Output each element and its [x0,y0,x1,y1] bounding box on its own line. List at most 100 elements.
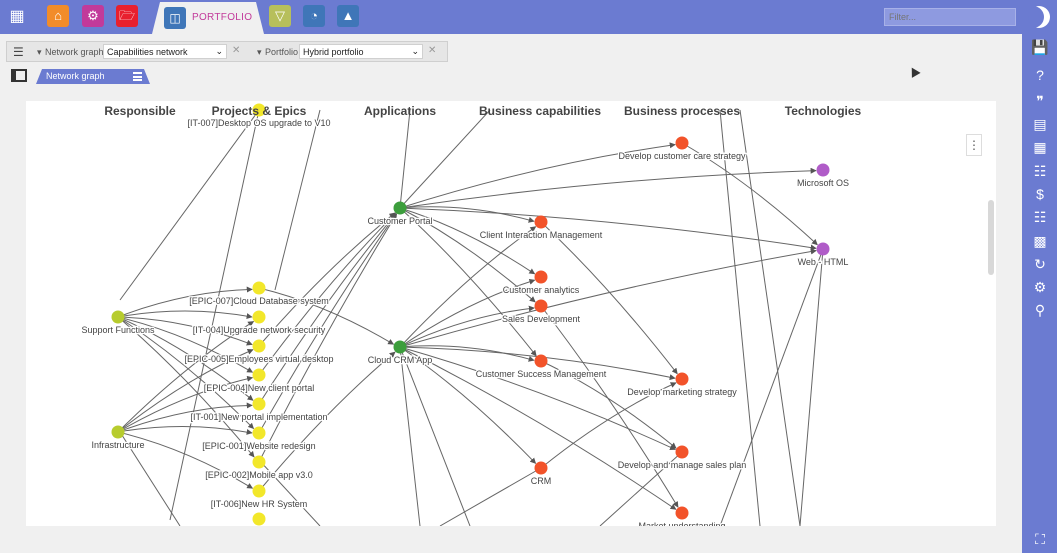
graph-node-dot[interactable] [393,340,407,354]
help-icon[interactable]: ? [1036,67,1044,83]
graph-node-dot[interactable] [252,397,266,411]
graph-node-dot[interactable] [393,201,407,215]
graph-node-dot[interactable] [252,310,266,324]
graph-edge [258,351,396,492]
graph-node-dot[interactable] [252,103,266,117]
gear-icon[interactable]: ⚙ [1033,279,1047,295]
graph-node-dot[interactable] [534,270,548,284]
save-icon[interactable]: 💾 [1031,39,1049,55]
settings-gear-icon[interactable]: ⚙ [82,5,104,27]
graph-node-dot[interactable] [675,136,689,150]
graph-node-c3[interactable]: Sales Development [501,299,582,325]
graph-node-dot[interactable] [111,310,125,324]
filter-settings-icon[interactable]: ☰ [13,45,24,59]
graph-edge [117,431,254,489]
graph-node-dot[interactable] [534,354,548,368]
graph-node-t1[interactable]: Microsoft OS [796,163,850,189]
graph-node-dot[interactable] [252,339,266,353]
home-icon[interactable]: ⌂ [47,5,69,27]
graph-filter-clear-icon[interactable]: ✕ [232,45,241,56]
share-icon[interactable]: ↻ [1034,256,1046,272]
chevron-down-icon: ⌄ [411,46,419,56]
graph-edge [258,287,395,345]
portfolio-select[interactable]: Hybrid portfolio ⌄ [299,44,423,59]
menu-icon[interactable] [133,72,142,81]
comment-icon[interactable]: ❞ [1036,93,1044,109]
sidebar-toggle-icon[interactable] [11,69,27,82]
pie-chart-icon[interactable]: ◔ [303,5,325,27]
graph-node-dot[interactable] [675,445,689,459]
graph-edge [719,248,824,526]
graph-node-crm[interactable]: Cloud CRM App [366,340,434,366]
graph-node-dot[interactable] [816,242,830,256]
graph-node-label: [EPIC-001]Website redesign [202,441,315,451]
graph-node-label: [IT-001]New portal implementation [190,412,327,422]
graph-node-p9[interactable] [252,512,266,526]
graph-node-label: [EPIC-007]Cloud Database system [189,296,329,306]
graph-node-p2[interactable]: [IT-004]Upgrade network security [191,310,327,336]
graph-node-dot[interactable] [252,426,266,440]
excel-export-icon[interactable]: ▦ [1033,139,1047,155]
dollar-icon[interactable]: $ [1036,186,1044,202]
folder-open-icon[interactable]: 🗁 [116,5,138,27]
graph-node-p7[interactable]: [EPIC-002]Mobile app v3.0 [204,455,314,481]
graph-node-bp4[interactable]: Market understanding [637,506,727,527]
graph-node-p4[interactable]: [EPIC-004]New client portal [202,368,316,394]
tab-network-graph[interactable]: Network graph [36,69,150,84]
graph-node-c2[interactable]: Customer analytics [501,270,581,296]
graph-node-dot[interactable] [816,163,830,177]
graph-node-bp3[interactable]: Develop and manage sales plan [616,445,748,471]
shapes-icon[interactable]: ▲ [337,5,359,27]
graph-select[interactable]: Capabilities network ⌄ [103,44,227,59]
graph-node-dot[interactable] [111,425,125,439]
portfolio-filter-clear-icon[interactable]: ✕ [428,45,437,56]
graph-options-icon[interactable]: ⋮ [966,134,982,156]
right-toolbar [1022,0,1057,553]
column-header: Technologies [785,104,862,118]
graph-node-p8[interactable]: [IT-006]New HR System [209,484,309,510]
graph-node-p0[interactable]: [IT-007]Desktop OS upgrade to V10 [186,103,332,129]
graph-node-dot[interactable] [252,455,266,469]
vertical-scrollbar[interactable] [988,200,994,275]
graph-node-cp[interactable]: Customer Portal [366,201,434,227]
graph-node-bp1[interactable]: Develop customer care strategy [617,136,747,162]
graph-node-c1[interactable]: Client Interaction Management [478,215,604,241]
graph-node-dot[interactable] [252,368,266,382]
graph-node-bp2[interactable]: Develop marketing strategy [626,372,739,398]
pdf-export-icon[interactable]: ▤ [1033,116,1047,132]
graph-node-c5[interactable]: CRM [530,461,553,487]
graph-node-p5[interactable]: [IT-001]New portal implementation [189,397,329,423]
graph-node-label: Microsoft OS [797,178,849,188]
bucket-icon[interactable]: ▽ [269,5,291,27]
graph-node-dot[interactable] [534,215,548,229]
graph-node-dot[interactable] [252,281,266,295]
graph-node-p6[interactable]: [EPIC-001]Website redesign [201,426,317,452]
graph-node-t2[interactable]: Web - HTML [796,242,850,268]
filter-bar: ☰ ▾ Network graph Capabilities network ⌄… [6,41,448,62]
schedule-icon[interactable]: ☷ [1033,209,1047,225]
graph-node-dot[interactable] [534,299,548,313]
tab-portfolio[interactable]: ◫ PORTFOLIO [152,2,264,34]
graph-node-sf[interactable]: Support Functions [80,310,156,336]
graph-node-label: [EPIC-002]Mobile app v3.0 [205,470,313,480]
graph-node-p1[interactable]: [EPIC-007]Cloud Database system [188,281,330,307]
graph-edge [399,167,817,209]
graph-node-c4[interactable]: Customer Success Management [474,354,608,380]
calendar-icon[interactable]: ☷ [1033,163,1047,179]
graph-node-inf[interactable]: Infrastructure [90,425,146,451]
graph-edge [399,207,817,251]
graph-node-dot[interactable] [675,506,689,520]
graph-node-dot[interactable] [534,461,548,475]
graph-node-dot[interactable] [675,372,689,386]
graph-node-label: Client Interaction Management [480,230,603,240]
app-grid-icon[interactable]: ▦ [9,8,25,25]
graph-node-p3[interactable]: [EPIC-005]Employees virtual desktop [183,339,335,365]
fullscreen-icon[interactable]: ⛶ [1035,531,1045,547]
graph-node-dot[interactable] [252,484,266,498]
graph-node-dot[interactable] [252,512,266,526]
powerpoint-export-icon[interactable]: ▩ [1033,233,1047,249]
global-filter-input[interactable] [884,8,1016,26]
zoom-icon[interactable]: ⚲ [1034,302,1046,318]
